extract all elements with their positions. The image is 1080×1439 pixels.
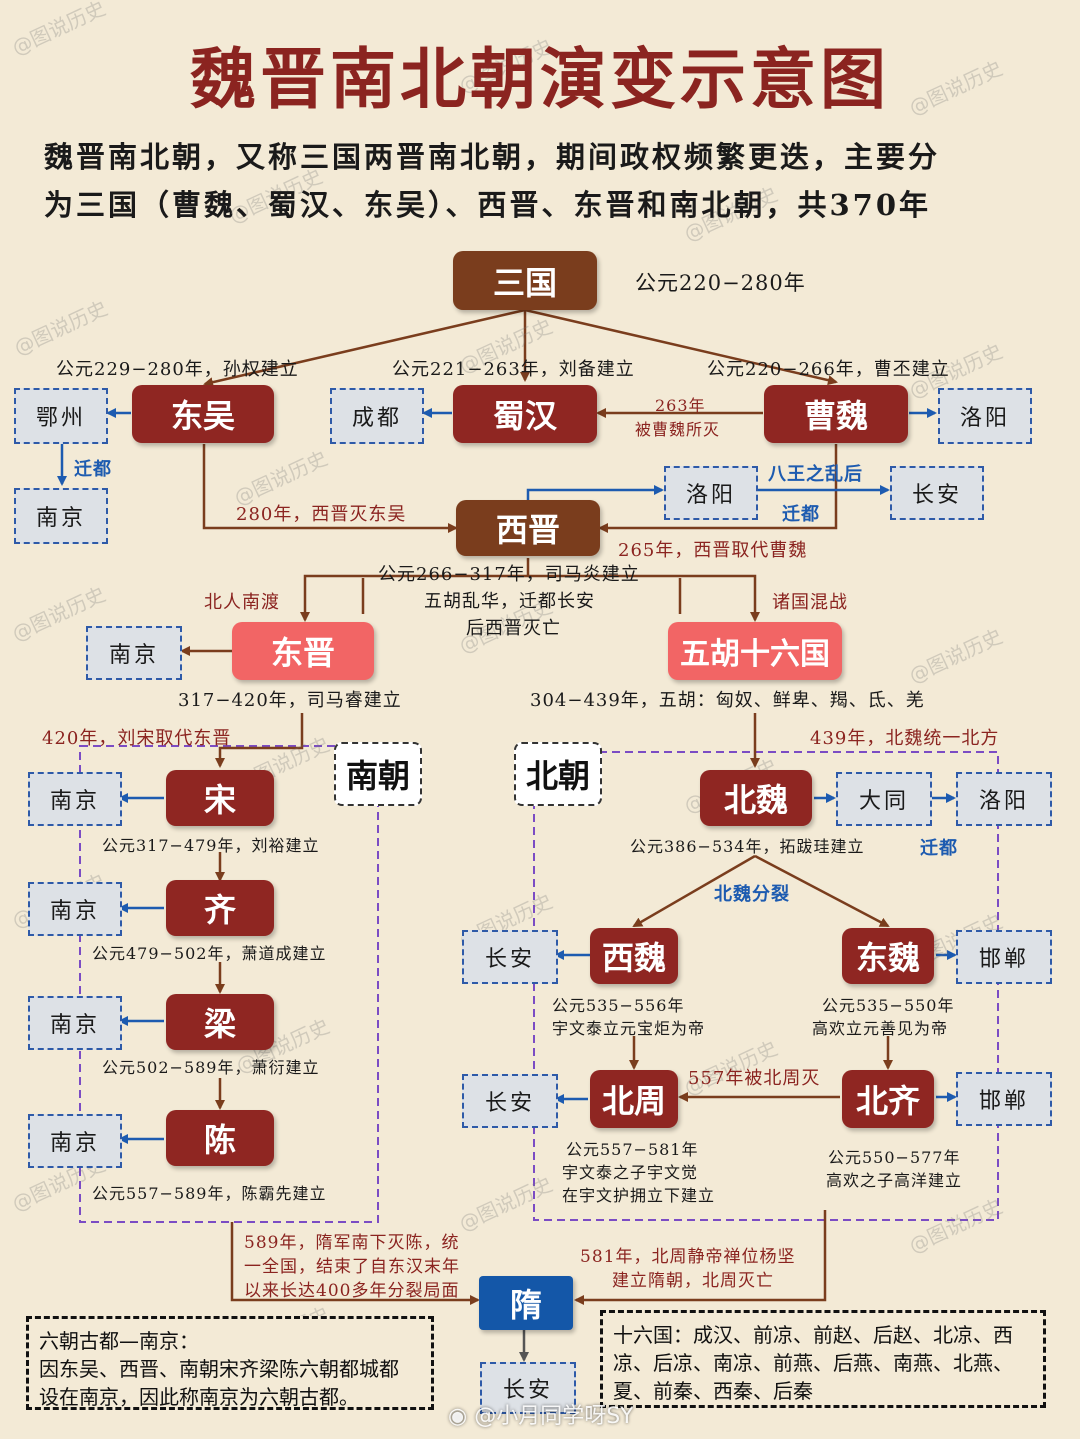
city-luoyang-beiwei: 洛阳 (956, 772, 1052, 826)
label-qiandu-beiwei: 迁都 (920, 838, 958, 859)
label-589-3: 以来长达400多年分裂局面 (244, 1281, 460, 1301)
city-changan-beizhou: 长安 (462, 1074, 558, 1128)
label-nanchao: 南朝 (334, 742, 422, 806)
beizhou-date: 公元557−581年 (566, 1140, 699, 1159)
label-589-2: 一全国，结束了自东汉末年 (244, 1257, 460, 1277)
beizhou-note-1: 宇文泰之子宇文觉 (562, 1163, 699, 1182)
node-xijin: 西晋 (456, 500, 600, 556)
node-beiqi: 北齐 (842, 1070, 934, 1128)
node-caowei: 曹魏 (764, 385, 908, 443)
label-581-2: 建立隋朝，北周灭亡 (612, 1271, 774, 1291)
city-chengdu: 成都 (330, 388, 424, 444)
xijin-note-2: 后西晋灭亡 (466, 618, 561, 639)
sanguo-date: 公元220−280年 (635, 271, 806, 295)
dongwei-date: 公元535−550年 (822, 996, 955, 1015)
intro-line-2: 为三国（曹魏、蜀汉、东吴）、西晋、东晋和南北朝，共370年 (44, 188, 932, 222)
label-bawang: 八王之乱后 (768, 464, 863, 485)
node-chen: 陈 (166, 1110, 274, 1166)
label-439: 439年，北魏统一北方 (810, 728, 1000, 749)
dongwei-note: 高欢立元善见为帝 (812, 1019, 949, 1038)
city-nanjing-dongwu: 南京 (14, 488, 108, 544)
note-shiliuguo-line-2: 凉、后凉、南凉、前燕、后燕、南燕、北燕、 (613, 1351, 1013, 1375)
intro-line-1: 魏晋南北朝，又称三国两晋南北朝，期间政权频繁更迭，主要分 (44, 140, 941, 174)
qi-date: 公元479−502年，萧道成建立 (92, 944, 327, 963)
note-shiliuguo: 十六国：成汉、前凉、前赵、后赵、北凉、西 凉、后凉、南凉、前燕、后燕、南燕、北燕… (600, 1310, 1046, 1408)
label-557: 557年被北周灭 (688, 1068, 821, 1089)
city-changan-xiwei: 长安 (462, 930, 558, 984)
label-581-1: 581年，北周静帝禅位杨坚 (580, 1247, 796, 1267)
chen-date: 公元557−589年，陈霸先建立 (92, 1184, 327, 1203)
node-qi: 齐 (166, 880, 274, 936)
city-nanjing-liang: 南京 (28, 996, 122, 1050)
node-sanguo: 三国 (453, 251, 597, 310)
city-nanjing-dongjin: 南京 (86, 626, 182, 680)
weibo-icon: ◉ (448, 1404, 468, 1429)
label-zhuguohunzhan: 诸国混战 (772, 592, 848, 613)
node-xiwei: 西魏 (590, 928, 678, 984)
city-ezhou: 鄂州 (14, 388, 108, 444)
node-dongwei: 东魏 (842, 928, 934, 984)
label-qiandu-dongwu: 迁都 (74, 459, 112, 480)
city-changan-xijin: 长安 (890, 466, 984, 520)
node-wuhu: 五胡十六国 (668, 622, 842, 680)
footer-credit: ◉ @小月同学呀SY (448, 1398, 634, 1430)
city-datong: 大同 (836, 772, 932, 826)
beiqi-note: 高欢之子高洋建立 (826, 1171, 963, 1190)
city-nanjing-chen: 南京 (28, 1114, 122, 1168)
label-qiandu-xijin: 迁都 (782, 504, 820, 525)
node-beiwei: 北魏 (700, 770, 812, 826)
node-dongwu: 东吴 (132, 385, 274, 443)
note-nanjing-line-1: 六朝古都—南京： (39, 1329, 199, 1353)
label-263-year: 263年 (655, 396, 706, 415)
label-beichao: 北朝 (514, 742, 602, 806)
liang-date: 公元502−589年，萧衍建立 (102, 1058, 320, 1077)
xijin-note-1: 五胡乱华，迁都长安 (424, 591, 595, 612)
node-beizhou: 北周 (590, 1070, 678, 1128)
label-beiwei-split: 北魏分裂 (714, 884, 790, 905)
city-nanjing-qi: 南京 (28, 882, 122, 936)
label-280: 280年，西晋灭东吴 (236, 504, 407, 525)
city-nanjing-song: 南京 (28, 772, 122, 826)
beizhou-note-2: 在宇文护拥立下建立 (562, 1186, 716, 1205)
city-luoyang-caowei: 洛阳 (938, 388, 1032, 444)
node-liang: 梁 (166, 994, 274, 1050)
note-shiliuguo-line-1: 十六国：成汉、前凉、前赵、后赵、北凉、西 (613, 1323, 1013, 1347)
city-luoyang-xijin: 洛阳 (664, 466, 758, 520)
page-title: 魏晋南北朝演变示意图 (190, 40, 890, 118)
dongjin-date: 317−420年，司马睿建立 (178, 690, 402, 711)
wuhu-date: 304−439年，五胡：匈奴、鲜卑、羯、氐、羌 (530, 690, 925, 711)
city-changan-sui: 长安 (480, 1362, 576, 1414)
note-nanjing-line-3: 设在南京，因此称南京为六朝古都。 (39, 1385, 359, 1409)
song-date: 公元317−479年，刘裕建立 (102, 836, 320, 855)
node-sui: 隋 (479, 1276, 573, 1330)
city-handan-dongwei: 邯郸 (956, 930, 1052, 984)
note-nanjing: 六朝古都—南京： 因东吴、西晋、南朝宋齐梁陈六朝都城都 设在南京，因此称南京为六… (26, 1316, 434, 1410)
city-handan-beiqi: 邯郸 (956, 1072, 1052, 1126)
label-420: 420年，刘宋取代东晋 (42, 728, 232, 749)
label-589-1: 589年，隋军南下灭陈，统 (244, 1233, 460, 1253)
xiwei-date: 公元535−556年 (552, 996, 685, 1015)
note-shiliuguo-line-3: 夏、前秦、西秦、后秦 (613, 1379, 813, 1403)
xijin-date: 公元266−317年，司马炎建立 (378, 564, 640, 585)
beiwei-date: 公元386−534年，拓跋珪建立 (630, 837, 865, 856)
node-dongjin: 东晋 (232, 622, 374, 680)
dongwu-date: 公元229−280年，孙权建立 (56, 359, 299, 380)
node-shuhan: 蜀汉 (453, 385, 597, 443)
label-beirennandu: 北人南渡 (204, 592, 280, 613)
shuhan-date: 公元221−263年，刘备建立 (392, 359, 635, 380)
label-265: 265年，西晋取代曹魏 (618, 540, 808, 561)
node-song: 宋 (166, 770, 274, 826)
caowei-date: 公元220−266年，曹丕建立 (707, 359, 950, 380)
beiqi-date: 公元550−577年 (828, 1148, 961, 1167)
label-263-event: 被曹魏所灭 (635, 420, 721, 439)
xiwei-note: 宇文泰立元宝炬为帝 (552, 1019, 706, 1038)
note-nanjing-line-2: 因东吴、西晋、南朝宋齐梁陈六朝都城都 (39, 1357, 399, 1381)
footer-username: @小月同学呀SY (474, 1404, 634, 1429)
